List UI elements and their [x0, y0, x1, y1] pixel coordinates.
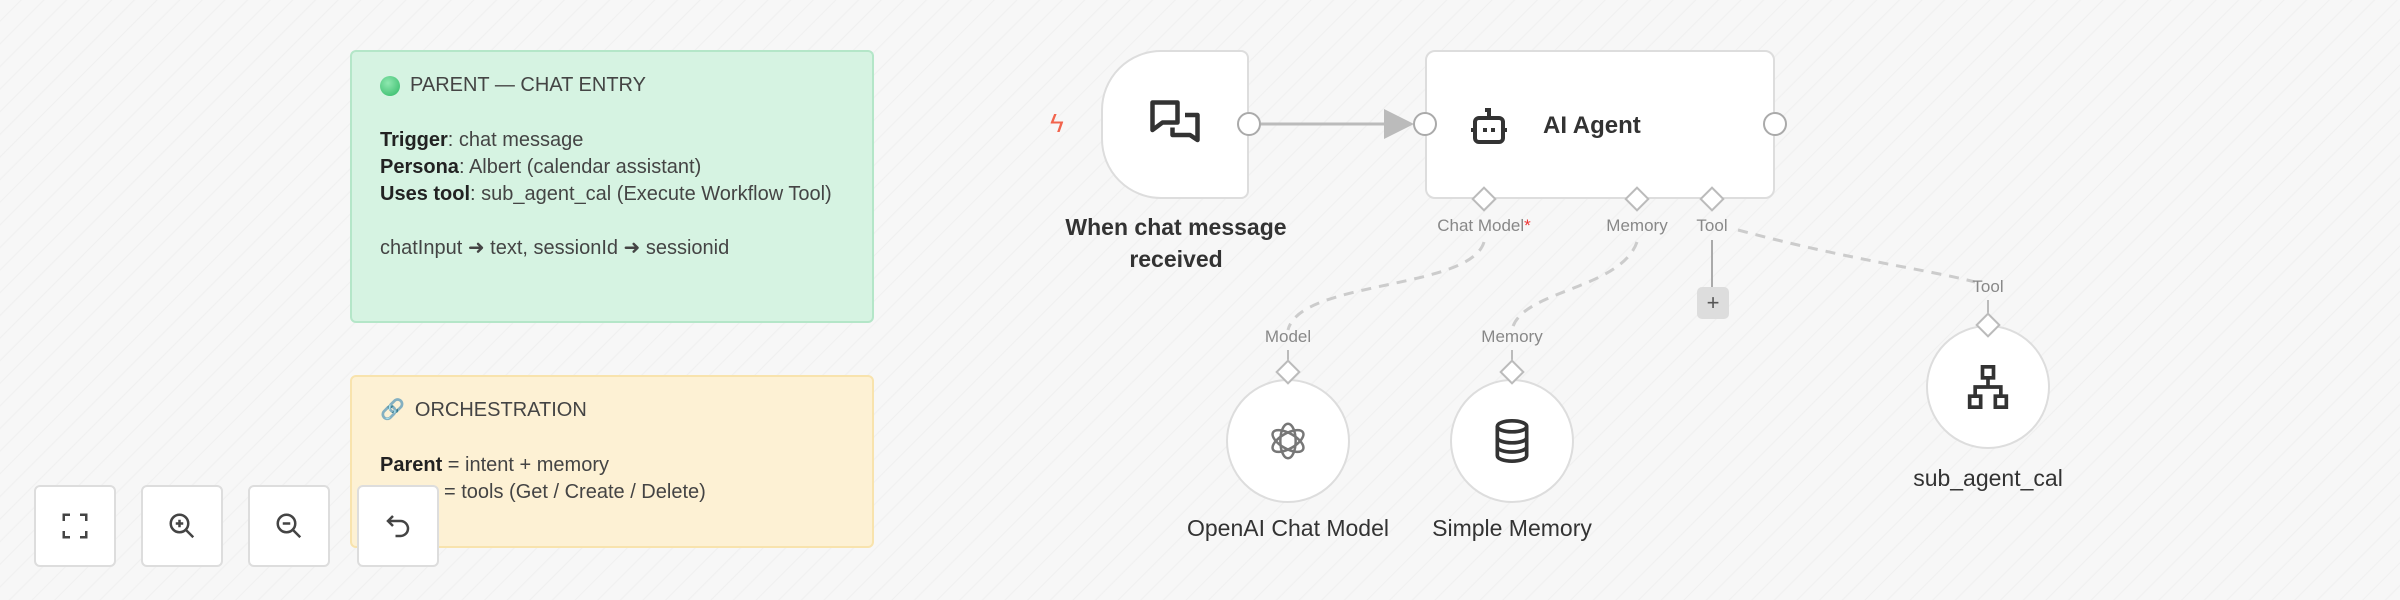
sub-agent-cal-node[interactable]	[1926, 325, 2050, 449]
model-port-label: Model	[1264, 327, 1312, 346]
note-tool: Uses tool: sub_agent_cal (Execute Workfl…	[380, 183, 832, 205]
note-persona: Persona: Albert (calendar assistant)	[380, 156, 702, 178]
subagent-node-label: sub_agent_cal	[1913, 465, 2063, 491]
agent-output-port[interactable]	[1763, 112, 1787, 136]
lightning-icon: ϟ	[1050, 108, 1064, 138]
openai-chat-model-node[interactable]	[1226, 379, 1350, 503]
zoom-in-icon	[169, 513, 195, 539]
zoom-out-icon	[276, 513, 302, 539]
note-title: PARENT — CHAT ENTRY	[410, 74, 646, 96]
zoom-in-button[interactable]	[141, 485, 223, 567]
note-parent: Parent = intent + memory	[380, 454, 609, 476]
undo-icon	[386, 515, 410, 538]
memory-input-label: Memory	[1481, 327, 1543, 346]
trigger-node[interactable]	[1101, 50, 1249, 199]
database-icon	[1495, 419, 1529, 464]
openai-icon	[1271, 422, 1305, 460]
note-title: ORCHESTRATION	[414, 399, 587, 421]
link-icon: 🔗	[380, 399, 405, 421]
openai-node-label: OpenAI Chat Model	[1186, 515, 1390, 541]
green-circle-icon	[380, 75, 400, 96]
fullscreen-icon	[62, 513, 88, 539]
robot-icon	[1471, 108, 1507, 144]
sticky-note-orchestration[interactable]: 🔗ORCHESTRATION Parent = intent + memory …	[350, 375, 874, 548]
chat-model-port-label: Chat Model*	[1437, 216, 1531, 235]
memory-node-label: Simple Memory	[1432, 515, 1592, 541]
memory-port-label: Memory	[1606, 216, 1668, 235]
note-trigger: Trigger: chat message	[380, 129, 584, 151]
undo-button[interactable]	[357, 485, 439, 567]
tool-port-label: Tool	[1696, 216, 1728, 235]
edge-memory[interactable]	[1510, 241, 1639, 331]
fit-view-button[interactable]	[34, 485, 116, 567]
agent-input-port[interactable]	[1413, 112, 1437, 136]
add-tool-button[interactable]: +	[1697, 287, 1729, 319]
note-line2: = tools (Get / Create / Delete)	[444, 481, 706, 503]
sticky-note-parent[interactable]: PARENT — CHAT ENTRY Trigger: chat messag…	[350, 50, 874, 323]
tool-input-label: Tool	[1972, 277, 2004, 296]
sitemap-icon	[1967, 365, 2009, 409]
trigger-output-port[interactable]	[1237, 112, 1261, 136]
edge-model[interactable]	[1286, 241, 1486, 331]
edge-tool[interactable]	[1737, 228, 1976, 284]
zoom-out-button[interactable]	[248, 485, 330, 567]
chat-bubbles-icon	[1150, 99, 1200, 142]
note-mapping: chatInput ➜ text, sessionId ➜ sessionid	[380, 237, 730, 259]
ai-agent-node[interactable]: AI Agent	[1425, 50, 1775, 199]
ai-agent-label: AI Agent	[1543, 112, 1641, 139]
simple-memory-node[interactable]	[1450, 379, 1574, 503]
trigger-node-label: When chat message received	[1065, 214, 1287, 272]
